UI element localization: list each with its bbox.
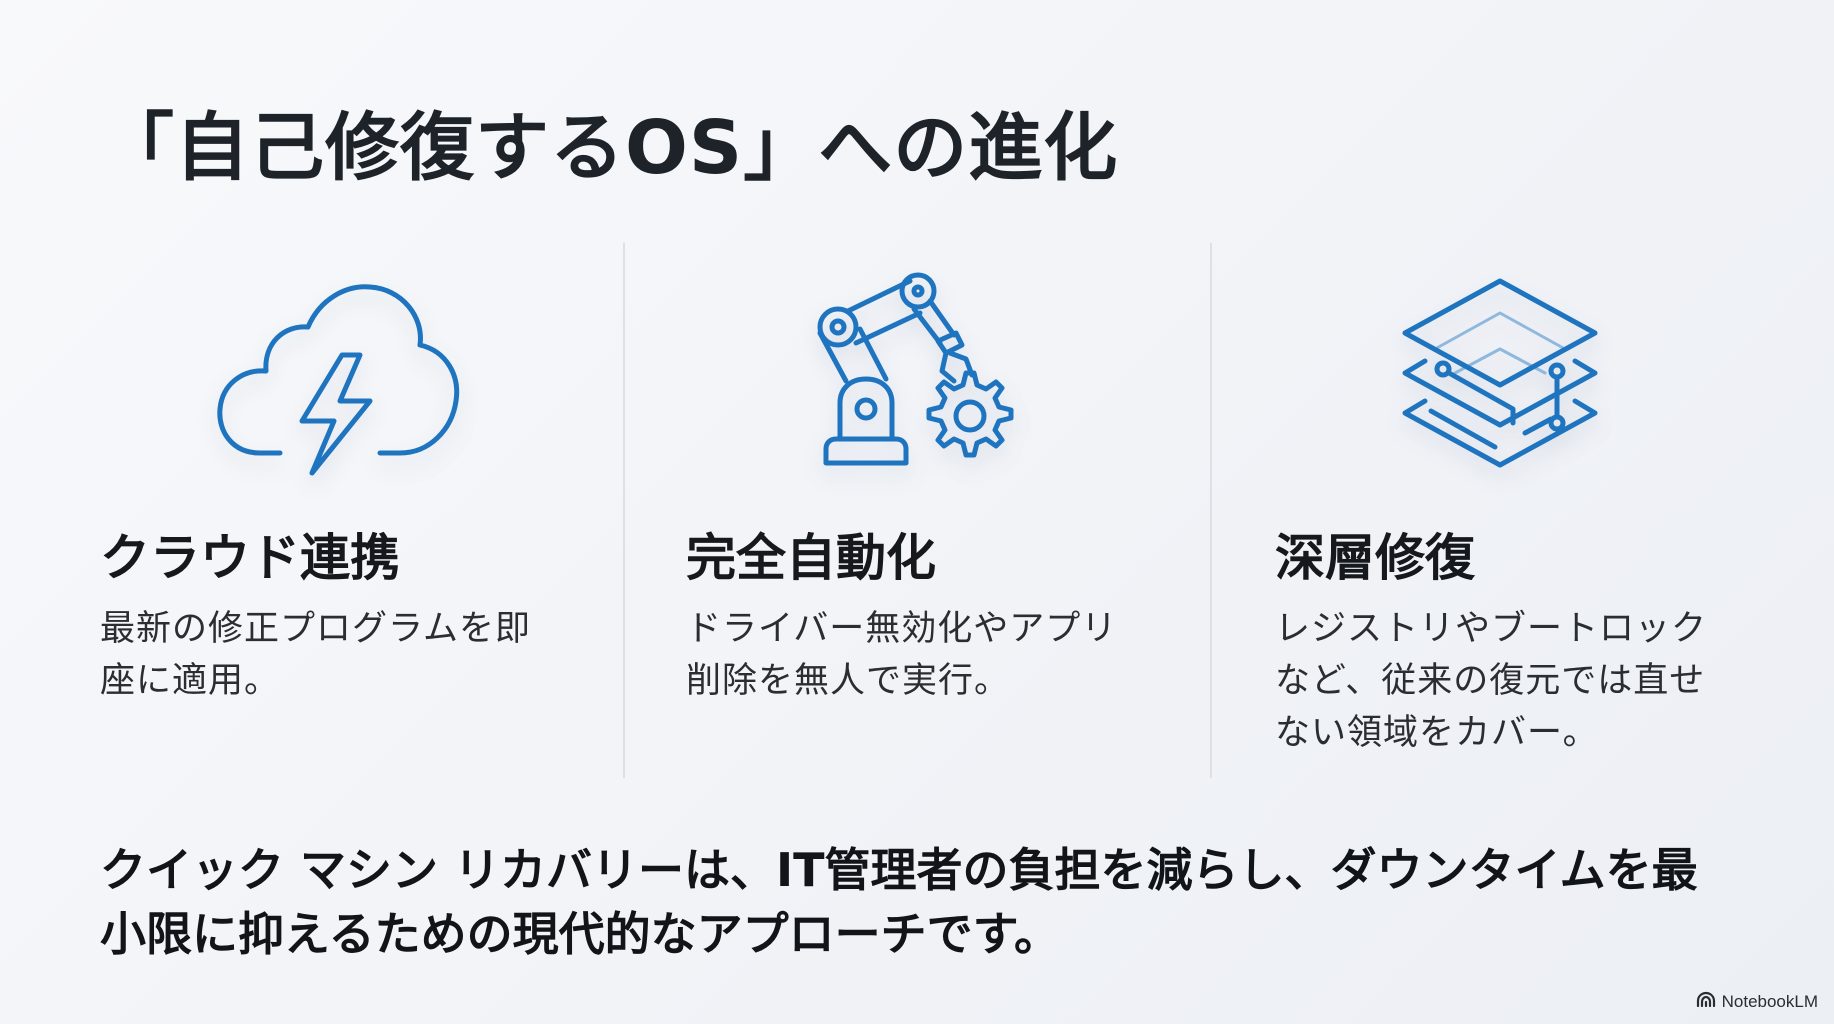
feature-description: レジストリやブートロック など、従来の復元では直せ ない領域をカバー。 <box>1275 609 1708 753</box>
feature-cloud: クラウド連携 最新の修正プログラムを即 座に適用。 <box>100 243 600 778</box>
feature-columns: クラウド連携 最新の修正プログラムを即 座に適用。 <box>0 243 1834 778</box>
column-divider <box>623 243 625 778</box>
notebooklm-logo-icon <box>1696 991 1716 1012</box>
feature-description: ドライバー無効化やアプリ 削除を無人で実行。 <box>686 609 1118 701</box>
summary-statement: クイック マシン リカバリーは、IT管理者の負担を減らし、ダウンタイムを最 小限… <box>100 843 1698 961</box>
robot-arm-gear-icon <box>806 263 1036 483</box>
column-divider <box>1210 243 1212 778</box>
feature-deep-repair: 深層修復 レジストリやブートロック など、従来の復元では直せ ない領域をカバー。 <box>1275 243 1795 778</box>
notebooklm-branding: NotebookLM <box>1696 991 1818 1012</box>
feature-heading: 完全自動化 <box>686 529 936 587</box>
cloud-lightning-icon <box>210 263 460 483</box>
layered-circuit-icon <box>1395 263 1605 473</box>
feature-heading: クラウド連携 <box>100 529 400 587</box>
feature-description: 最新の修正プログラムを即 座に適用。 <box>100 609 531 701</box>
feature-heading: 深層修復 <box>1275 529 1475 587</box>
slide-title: 「自己修復するOS」への進化 <box>100 105 1119 191</box>
feature-automation: 完全自動化 ドライバー無効化やアプリ 削除を無人で実行。 <box>686 243 1186 778</box>
brand-label: NotebookLM <box>1721 991 1818 1011</box>
